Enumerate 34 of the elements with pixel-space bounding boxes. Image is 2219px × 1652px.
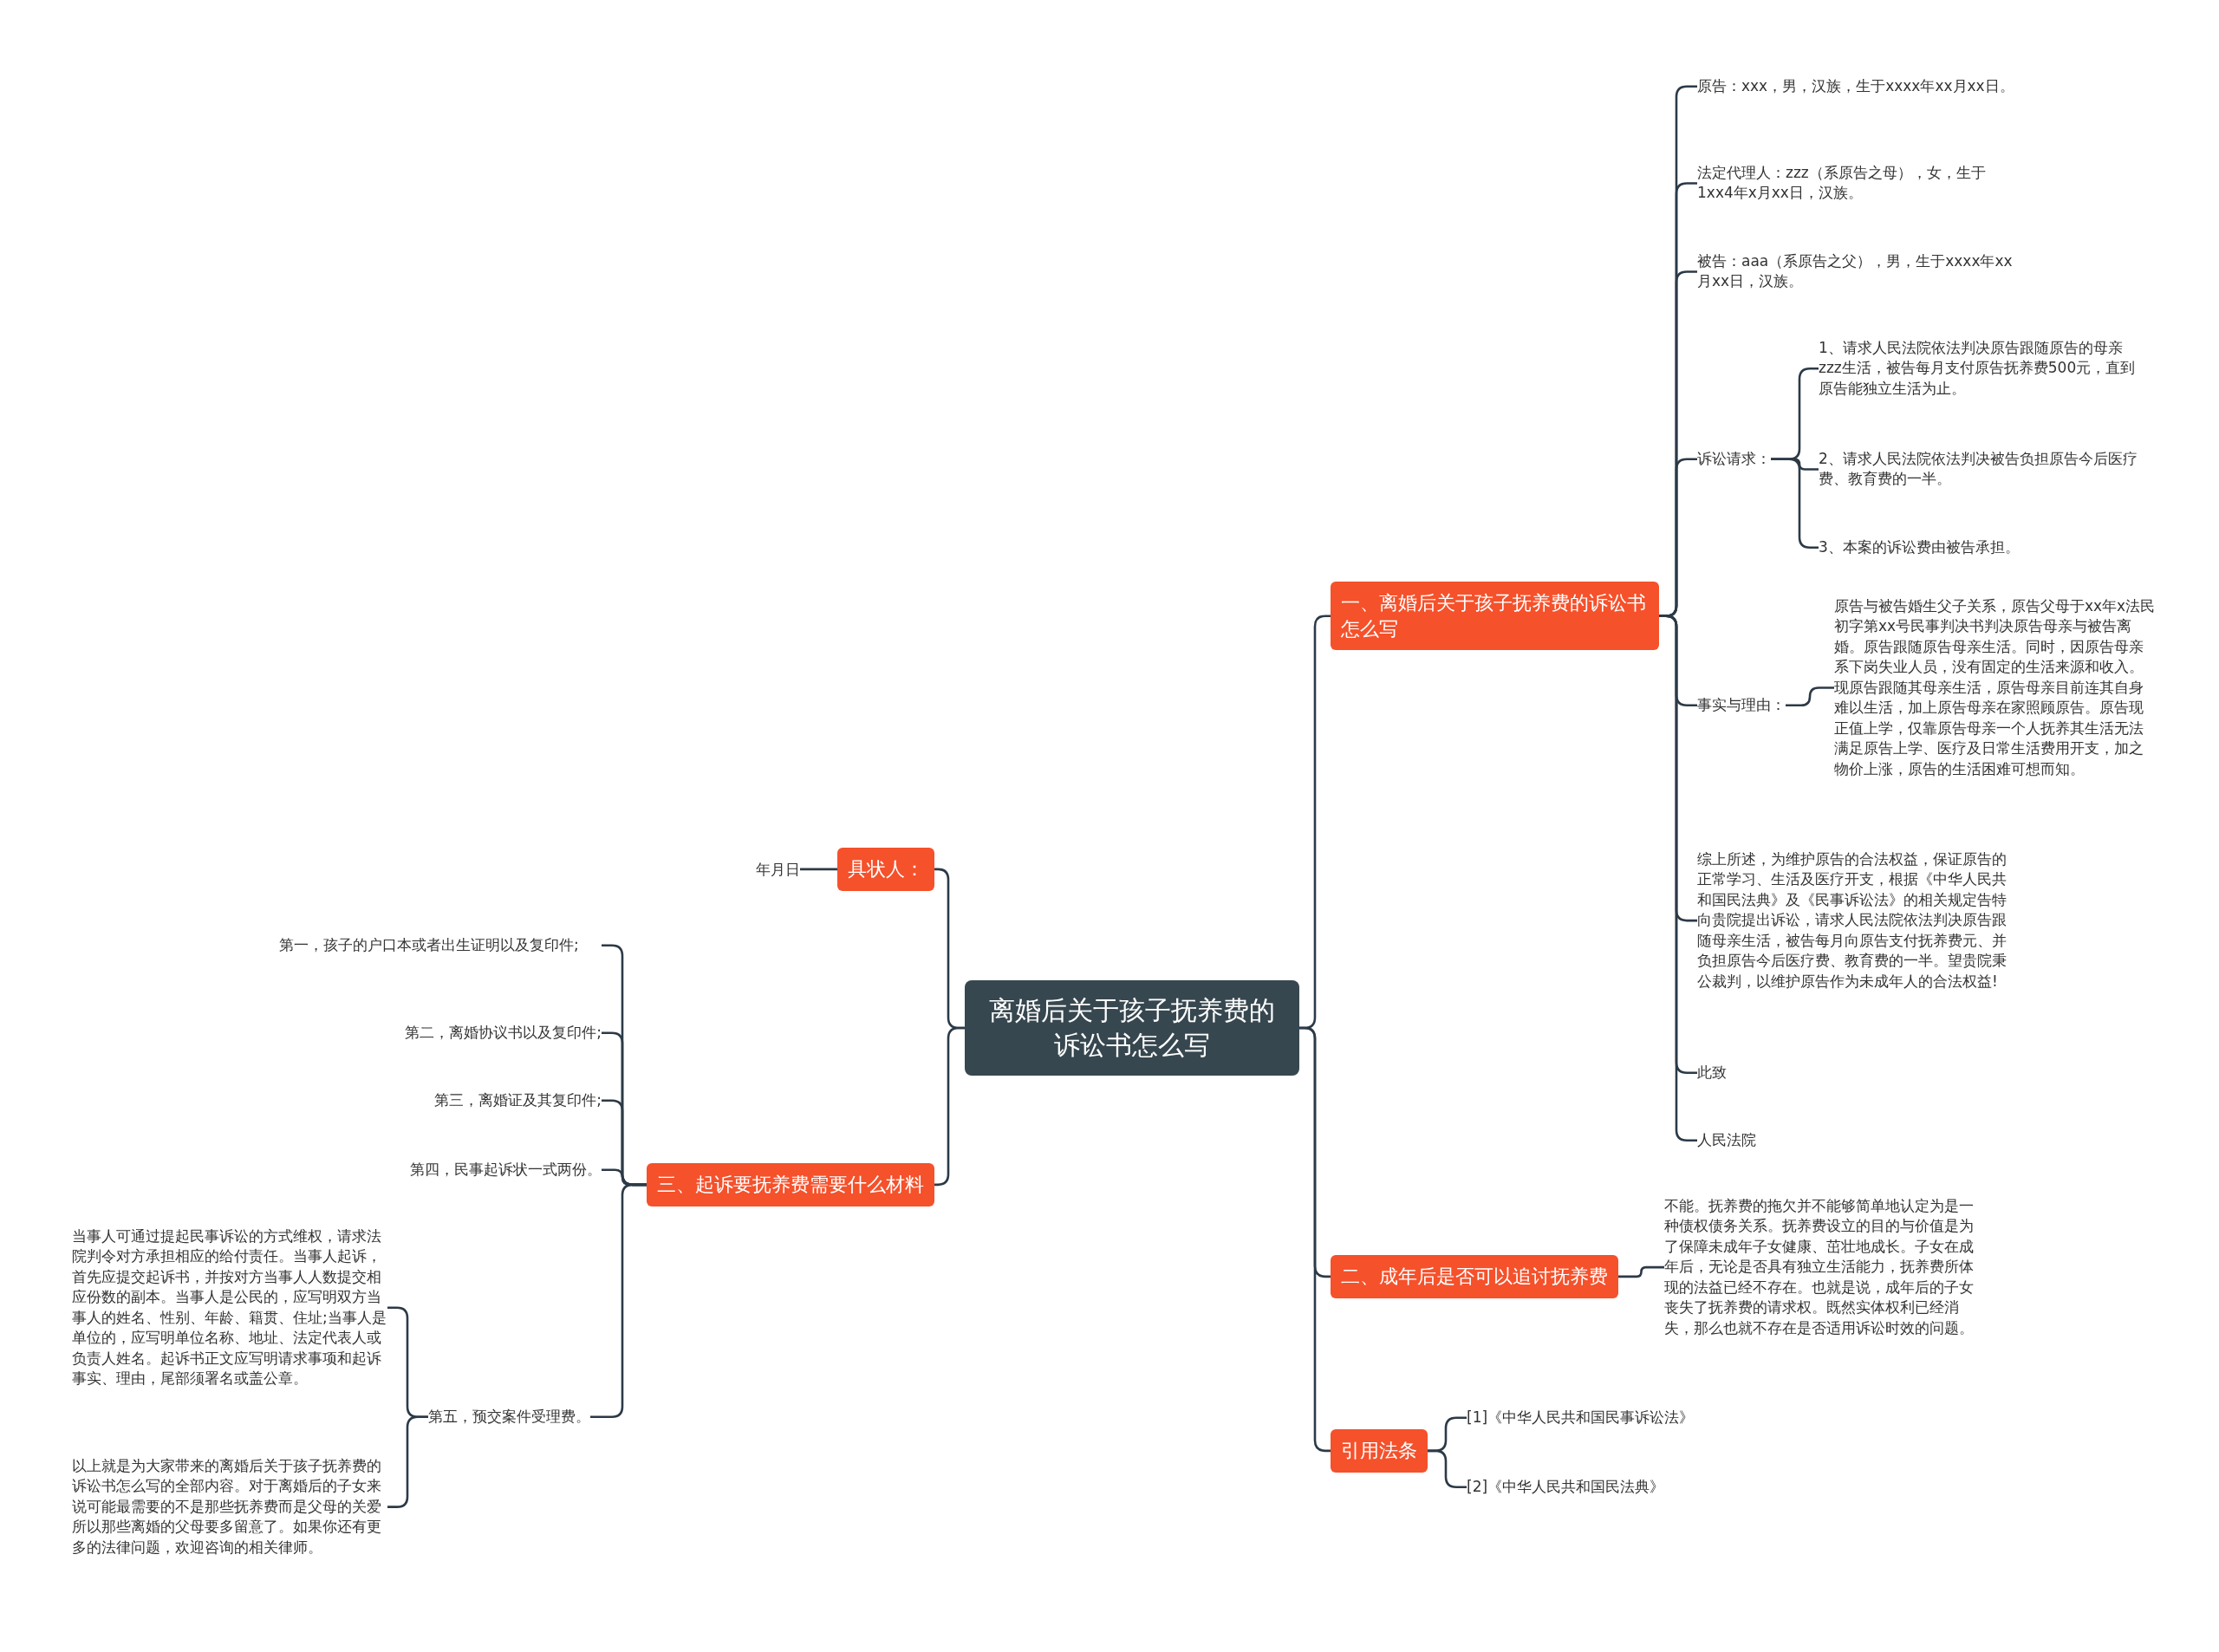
topic-text: 2、请求人民法院依法判决被告负担原告今后医疗费、教育费的一半。 <box>1819 449 2139 490</box>
topic-text: 不能。抚养费的拖欠并不能够简单地认定为是一种债权债务关系。抚养费设立的目的与价值是为了保障未成年子女健康、茁壮地成长。子女在成年后，无论是否具有独立生活能力，抚养费所体现的法益已经不存在。也就是说，成年后的子女丧失了抚养费的请求权。既然实体权利已经消失，那么也就不存在是否适用诉讼时效的问题。 <box>1664 1196 1987 1339</box>
branch-topic-box: 二、成年后是否可以追讨抚养费 <box>1331 1255 1618 1298</box>
topic-text: 3、本案的诉讼费由被告承担。 <box>1819 537 2020 558</box>
topic-text: 第三，离婚证及其复印件; <box>434 1090 602 1111</box>
topic-text: 以上就是为大家带来的离婚后关于孩子抚养费的诉讼书怎么写的全部内容。对于离婚后的子女来说可能最需要的不是那些抚养费而是父母的关爱所以那些离婚的父母要多留意了。如果你还有更多的法律问题，欢迎咨询的相关律师。 <box>72 1456 387 1558</box>
topic-text: 综上所述，为维护原告的合法权益，保证原告的正常学习、生活及医疗开支，根据《中华人民共和国民法典》及《民事诉讼法》的相关规定告特向贵院提出诉讼，请求人民法院依法判决原告跟随母亲生活，被告每月向原告支付抚养费元、并负担原告今后医疗费、教育费的一半。望贵院秉公裁判，以维护原告作为未成年人的合法权益! <box>1697 849 2018 992</box>
topic-text: 原告与被告婚生父子关系，原告父母于xx年x法民初字第xx号民事判决书判决原告母亲与被告离婚。原告跟随原告母亲生活。同时，因原告母亲系下岗失业人员，没有固定的生活来源和收入。现原告跟随其母亲生活，原告母亲目前连其自身难以生活，加上原告母亲在家照顾原告。原告现正值上学，仅靠原告母亲一个人抚养其生活无法满足原告上学、医疗及日常生活费用开支，加之物价上涨，原告的生活困难可想而知。 <box>1834 596 2157 780</box>
central-topic-box: 离婚后关于孩子抚养费的诉讼书怎么写 <box>965 980 1299 1076</box>
connector-line <box>590 1183 647 1419</box>
connector-line <box>1786 686 1834 707</box>
topic-text: [2]《中华人民共和国民法典》 <box>1467 1477 1665 1498</box>
topic-text: 年月日 <box>756 860 800 881</box>
topic-text: 诉讼请求： <box>1697 449 1771 470</box>
topic-text: 原告：xxx，男，汉族，生于xxxx年xx月xx日。 <box>1697 76 2018 97</box>
topic-text: [1]《中华人民共和国民事诉讼法》 <box>1467 1408 1695 1428</box>
topic-text: 人民法院 <box>1697 1130 1756 1151</box>
branch-topic-box: 引用法条 <box>1331 1429 1428 1473</box>
topic-text: 当事人可通过提起民事诉讼的方式维权，请求法院判令对方承担相应的给付责任。当事人起诉，首先应提交起诉书，并按对方当事人人数提交相应份数的副本。当事人是公民的，应写明双方当事人的姓名、性别、年龄、籍贯、住址;当事人是单位的，应写明单位名称、地址、法定代表人或负责人姓名。起诉书正文应写明请求事项和起诉事实、理由，尾部须署名或盖公章。 <box>72 1226 387 1389</box>
topic-text: 此致 <box>1697 1063 1727 1083</box>
topic-text: 被告：aaa（系原告之父），男，生于xxxx年xx月xx日，汉族。 <box>1697 251 2018 292</box>
branch-topic-box: 一、离婚后关于孩子抚养费的诉讼书怎么写 <box>1331 582 1659 651</box>
topic-text: 1、请求人民法院依法判决原告跟随原告的母亲zzz生活，被告每月支付原告抚养费500元，直到原告能独立生活为止。 <box>1819 338 2139 400</box>
connector-line <box>1428 1449 1467 1489</box>
branch-topic-box: 三、起诉要抚养费需要什么材料 <box>647 1163 934 1206</box>
topic-text: 第一，孩子的户口本或者出生证明以及复印件; <box>279 935 602 956</box>
connector-line <box>800 868 837 871</box>
branch-topic-box: 具状人： <box>837 848 934 891</box>
connector-line <box>1618 1265 1664 1278</box>
topic-text: 第四，民事起诉状一式两份。 <box>410 1160 602 1180</box>
topic-text: 第五，预交案件受理费。 <box>428 1407 590 1428</box>
topic-text: 第二，离婚协议书以及复印件; <box>405 1023 602 1044</box>
topic-text: 法定代理人：zzz（系原告之母），女，生于1xx4年x月xx日，汉族。 <box>1697 163 2018 204</box>
topic-text: 事实与理由： <box>1697 695 1786 716</box>
